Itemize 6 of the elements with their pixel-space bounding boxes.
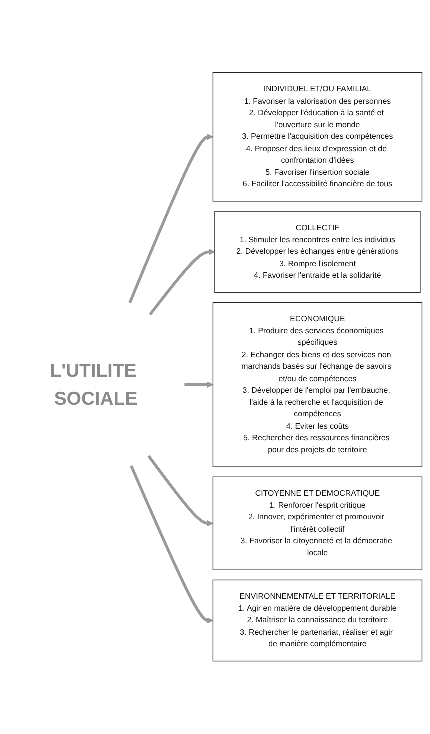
arrow [147, 454, 214, 527]
node-text: L'UTILITE SOCIALE [50, 360, 138, 410]
arrow [184, 382, 214, 388]
arrow [128, 134, 214, 304]
arrow [148, 248, 216, 316]
arrow [130, 465, 214, 624]
